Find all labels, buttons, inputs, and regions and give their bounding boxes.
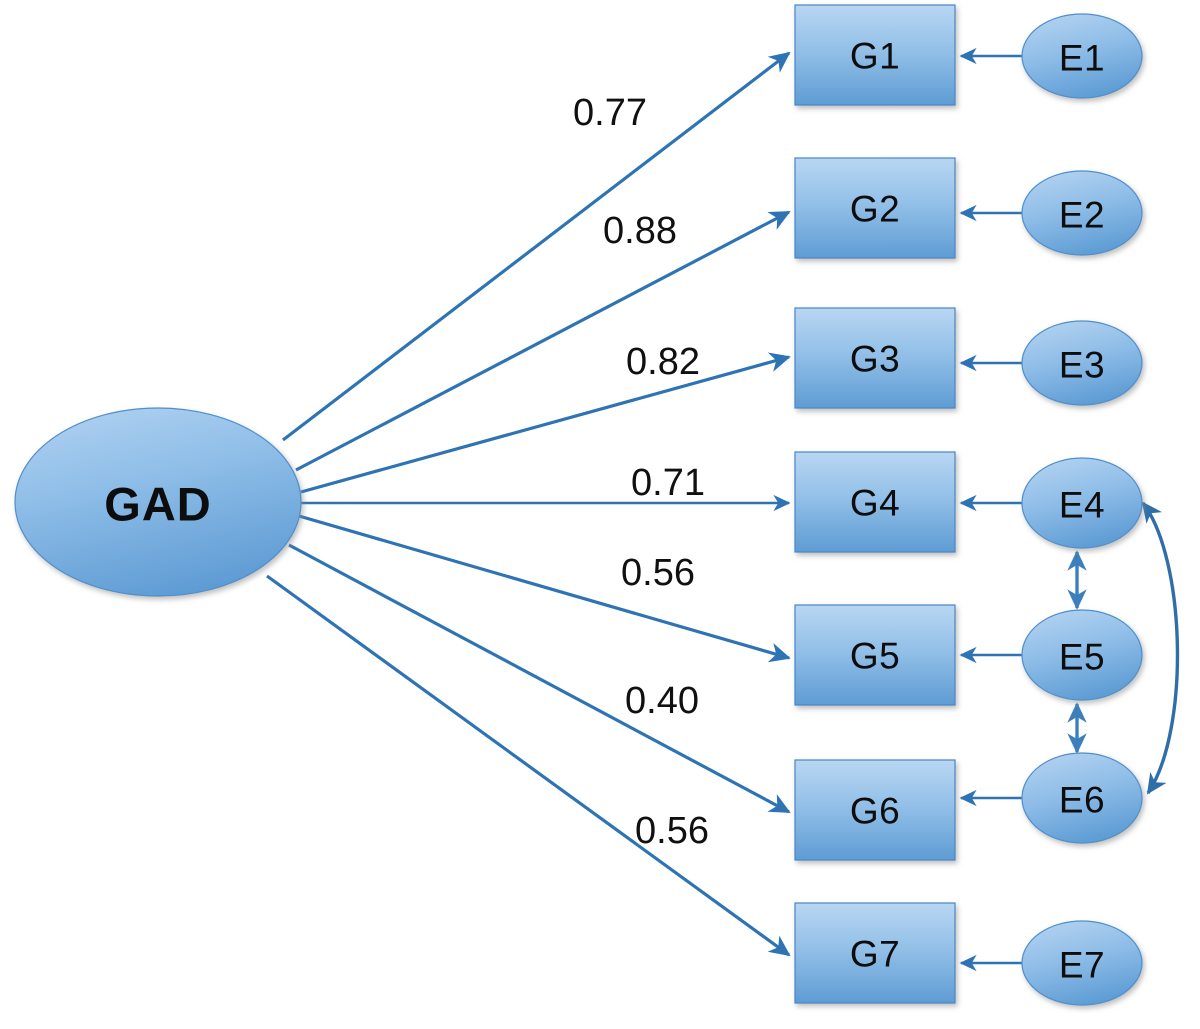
error-node-e6[interactable]: E6 — [1021, 752, 1143, 844]
indicator-rect-shape — [794, 604, 956, 706]
error-node-e4[interactable]: E4 — [1021, 457, 1143, 549]
error-ellipse-shape — [1021, 457, 1143, 549]
indicator-rect-shape — [794, 759, 956, 861]
indicator-node-g7[interactable]: G7 — [794, 902, 956, 1004]
error-ellipse-shape — [1021, 920, 1143, 1006]
indicator-node-g3[interactable]: G3 — [794, 307, 956, 409]
loading-path-gad-g1 — [282, 51, 791, 442]
indicator-node-g5[interactable]: G5 — [794, 604, 956, 706]
error-ellipse-shape — [1021, 170, 1143, 256]
coefficient-label-g4: 0.71 — [631, 462, 705, 504]
error-paths-group — [959, 47, 1022, 972]
indicator-label: G5 — [850, 636, 900, 677]
error-label: E4 — [1059, 485, 1105, 526]
indicator-label: G6 — [850, 791, 900, 832]
error-node-e3[interactable]: E3 — [1021, 320, 1143, 406]
indicator-rect-shape — [794, 4, 956, 106]
indicator-rect-shape — [794, 451, 956, 553]
indicator-node-g4[interactable]: G4 — [794, 451, 956, 553]
indicator-label: G4 — [850, 483, 900, 524]
error-label: E5 — [1059, 637, 1105, 678]
error-label: E3 — [1059, 345, 1105, 386]
indicator-label: G3 — [850, 339, 900, 380]
error-node-e1[interactable]: E1 — [1021, 13, 1143, 99]
coefficient-label-g1: 0.77 — [573, 92, 647, 134]
error-ellipse-shape — [1021, 320, 1143, 406]
coefficient-labels-group: 0.77 0.88 0.82 0.71 0.56 0.40 0.56 — [573, 92, 709, 852]
latent-ellipse-shape — [14, 407, 302, 597]
error-nodes-group: E1 E2 E3 E4 E5 E6 — [1021, 13, 1143, 1006]
coefficient-label-g2: 0.88 — [603, 210, 677, 252]
coefficient-label-g7: 0.56 — [635, 810, 709, 852]
loading-path-gad-g2 — [295, 210, 791, 472]
latent-node-gad[interactable]: GAD — [14, 407, 302, 597]
error-node-e7[interactable]: E7 — [1021, 920, 1143, 1006]
indicator-label: G1 — [850, 36, 900, 77]
indicator-node-g6[interactable]: G6 — [794, 759, 956, 861]
error-label: E6 — [1059, 780, 1105, 821]
indicator-node-g1[interactable]: G1 — [794, 4, 956, 106]
indicator-label: G2 — [850, 189, 900, 230]
loading-path-gad-g5 — [298, 514, 791, 663]
error-node-e5[interactable]: E5 — [1021, 609, 1143, 701]
error-ellipse-shape — [1021, 13, 1143, 99]
error-label: E2 — [1059, 195, 1105, 236]
loading-path-gad-g7 — [266, 574, 791, 957]
error-label: E1 — [1059, 38, 1105, 79]
correlation-e4-e6-arc — [1141, 501, 1180, 795]
coefficient-label-g3: 0.82 — [626, 341, 700, 383]
error-node-e2[interactable]: E2 — [1021, 170, 1143, 256]
indicator-rect-shape — [794, 902, 956, 1004]
error-label: E7 — [1059, 945, 1105, 986]
error-ellipse-shape — [1021, 752, 1143, 844]
loading-path-gad-g3 — [300, 352, 791, 494]
indicator-label: G7 — [850, 934, 900, 975]
error-ellipse-shape — [1021, 609, 1143, 701]
loading-path-gad-g6 — [288, 543, 791, 814]
coefficient-label-g6: 0.40 — [625, 680, 699, 722]
latent-label: GAD — [104, 478, 211, 531]
indicator-node-g2[interactable]: G2 — [794, 157, 956, 259]
loading-paths-group — [266, 51, 791, 957]
coefficient-label-g5: 0.56 — [621, 552, 695, 594]
indicator-rect-shape — [794, 307, 956, 409]
indicator-nodes-group: G1 G2 G3 G4 G5 G6 — [794, 4, 956, 1004]
correlation-group — [1067, 501, 1180, 795]
indicator-rect-shape — [794, 157, 956, 259]
